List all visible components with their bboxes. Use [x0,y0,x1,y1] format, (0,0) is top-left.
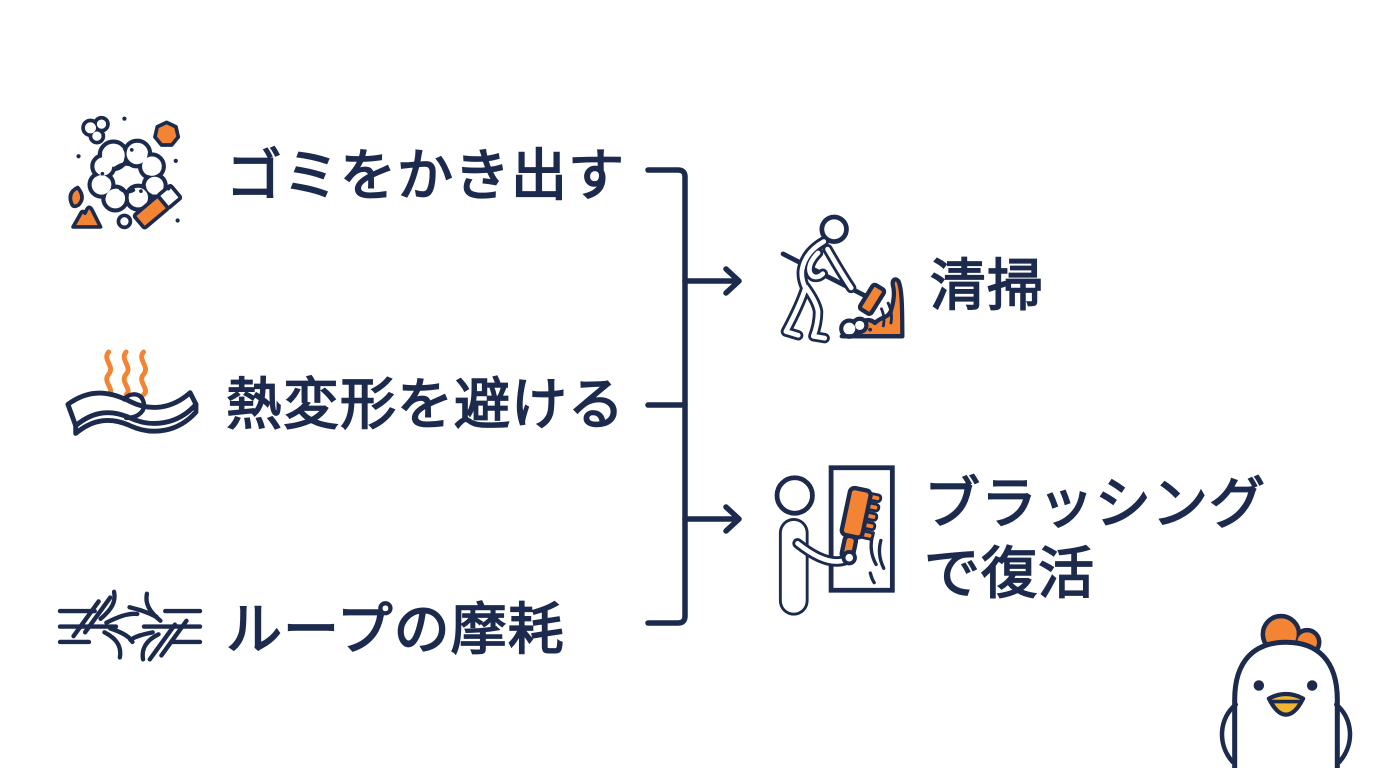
cause-label-loop-wear: ループの摩耗 [226,598,565,661]
chicken-mascot-icon [1219,613,1353,768]
dust-debris-icon [68,115,183,230]
frayed-loop-icon [57,589,203,662]
brushing-person-icon [774,465,895,616]
heat-mat-icon [65,349,199,436]
cause-label-debris: ゴミをかき出す [226,144,625,207]
arrow-head-bottom [723,504,742,534]
arrow-head-top [723,266,742,296]
solution-label-cleaning: 清掃 [930,254,1044,317]
cause-label-heat: 熱変形を避ける [226,373,625,436]
solution-label-brushing: ブラッシング で復活 [924,472,1266,605]
sweeping-person-icon [780,214,905,344]
connector-bracket [645,167,742,626]
